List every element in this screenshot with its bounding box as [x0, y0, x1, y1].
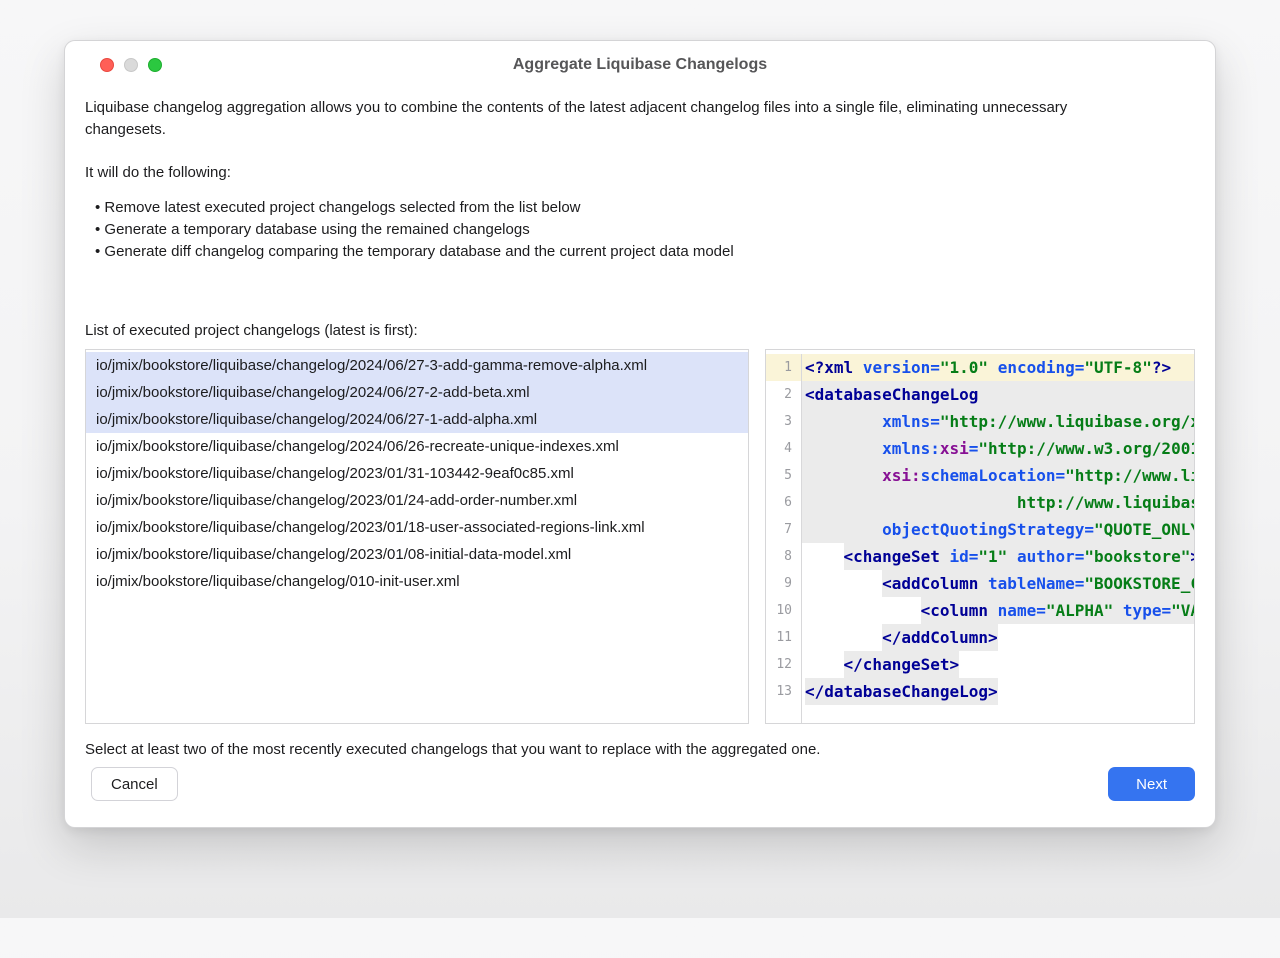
code-line: 4 xmlns:xsi="http://www.w3.org/2001 [766, 435, 1194, 462]
close-button[interactable] [100, 58, 114, 72]
changelog-list-item[interactable]: io/jmix/bookstore/liquibase/changelog/20… [96, 492, 578, 509]
window-controls [100, 58, 162, 72]
code-line: 7 objectQuotingStrategy="QUOTE_ONLY [766, 516, 1194, 543]
code-line: 10 <column name="ALPHA" type="VA [766, 597, 1194, 624]
code-text: <addColumn tableName="BOOKSTORE_C [802, 570, 1194, 597]
title-bar: Aggregate Liquibase Changelogs [85, 41, 1195, 81]
intro-text: Liquibase changelog aggregation allows y… [85, 99, 1068, 138]
code-line: 9 <addColumn tableName="BOOKSTORE_C [766, 570, 1194, 597]
line-number: 13 [766, 678, 802, 705]
next-button[interactable]: Next [1108, 767, 1195, 801]
code-line: 6 http://www.liquibas [766, 489, 1194, 516]
window-title: Aggregate Liquibase Changelogs [512, 56, 768, 73]
changelog-list-item[interactable]: io/jmix/bookstore/liquibase/changelog/20… [86, 406, 748, 433]
following-heading: It will do the following: [85, 164, 231, 181]
panels-row: io/jmix/bookstore/liquibase/changelog/20… [85, 349, 1195, 724]
button-row: Cancel Next [85, 767, 1195, 801]
code-text: </changeSet> [802, 651, 1194, 678]
code-filler [766, 705, 1194, 723]
code-text: </databaseChangeLog> [802, 678, 1194, 705]
code-text: xmlns:xsi="http://www.w3.org/2001 [802, 435, 1194, 462]
code-line: 11 </addColumn> [766, 624, 1194, 651]
code-text: <column name="ALPHA" type="VA [802, 597, 1194, 624]
line-number: 7 [766, 516, 802, 543]
cancel-button[interactable]: Cancel [91, 767, 178, 801]
line-number: 10 [766, 597, 802, 624]
code-line: 3 xmlns="http://www.liquibase.org/x [766, 408, 1194, 435]
gutter-filler [766, 705, 802, 723]
code-text: http://www.liquibas [802, 489, 1194, 516]
changelog-list-item[interactable]: io/jmix/bookstore/liquibase/changelog/01… [96, 573, 460, 590]
line-number: 6 [766, 489, 802, 516]
changelog-list-item[interactable]: io/jmix/bookstore/liquibase/changelog/20… [96, 465, 574, 482]
line-number: 12 [766, 651, 802, 678]
changelog-list-item[interactable]: io/jmix/bookstore/liquibase/changelog/20… [96, 438, 619, 455]
code-text: </addColumn> [802, 624, 1194, 651]
code-text: objectQuotingStrategy="QUOTE_ONLY [802, 516, 1194, 543]
changelog-list-item[interactable]: io/jmix/bookstore/liquibase/changelog/20… [86, 379, 748, 406]
aggregate-changelogs-dialog: Aggregate Liquibase Changelogs Liquibase… [64, 40, 1216, 828]
bullet-item: • Generate a temporary database using th… [95, 221, 530, 238]
feature-bullet-list: • Remove latest executed project changel… [85, 197, 1195, 263]
code-line: 8 <changeSet id="1" author="bookstore"> [766, 543, 1194, 570]
code-line: 5 xsi:schemaLocation="http://www.li [766, 462, 1194, 489]
code-text: xsi:schemaLocation="http://www.li [802, 462, 1194, 489]
code-text: <?xml version="1.0" encoding="UTF-8"?> [805, 358, 1172, 377]
minimize-button[interactable] [124, 58, 138, 72]
selection-hint: Select at least two of the most recently… [85, 741, 821, 758]
line-number: 5 [766, 462, 802, 489]
zoom-button[interactable] [148, 58, 162, 72]
code-text: <changeSet id="1" author="bookstore"> [802, 543, 1194, 570]
code-line: 13</databaseChangeLog> [766, 678, 1194, 705]
code-line: 2<databaseChangeLog [766, 381, 1194, 408]
code-text: xmlns="http://www.liquibase.org/x [802, 408, 1194, 435]
line-number: 2 [766, 381, 802, 408]
line-number: 1 [766, 354, 802, 381]
code-text: <databaseChangeLog [802, 381, 1194, 408]
line-number: 9 [766, 570, 802, 597]
line-number: 11 [766, 624, 802, 651]
changelog-preview: 1<?xml version="1.0" encoding="UTF-8"?>2… [765, 349, 1195, 724]
changelog-list-label: List of executed project changelogs (lat… [85, 322, 418, 339]
line-number: 8 [766, 543, 802, 570]
changelog-list-item[interactable]: io/jmix/bookstore/liquibase/changelog/20… [86, 352, 748, 379]
line-number: 4 [766, 435, 802, 462]
line-number: 3 [766, 408, 802, 435]
changelog-list-item[interactable]: io/jmix/bookstore/liquibase/changelog/20… [96, 546, 572, 563]
changelog-list: io/jmix/bookstore/liquibase/changelog/20… [85, 349, 749, 724]
code-line: 1<?xml version="1.0" encoding="UTF-8"?> [766, 354, 1194, 381]
changelog-list-item[interactable]: io/jmix/bookstore/liquibase/changelog/20… [96, 519, 645, 536]
bullet-item: • Generate diff changelog comparing the … [95, 243, 734, 260]
code-line: 12 </changeSet> [766, 651, 1194, 678]
bullet-item: • Remove latest executed project changel… [95, 199, 581, 216]
